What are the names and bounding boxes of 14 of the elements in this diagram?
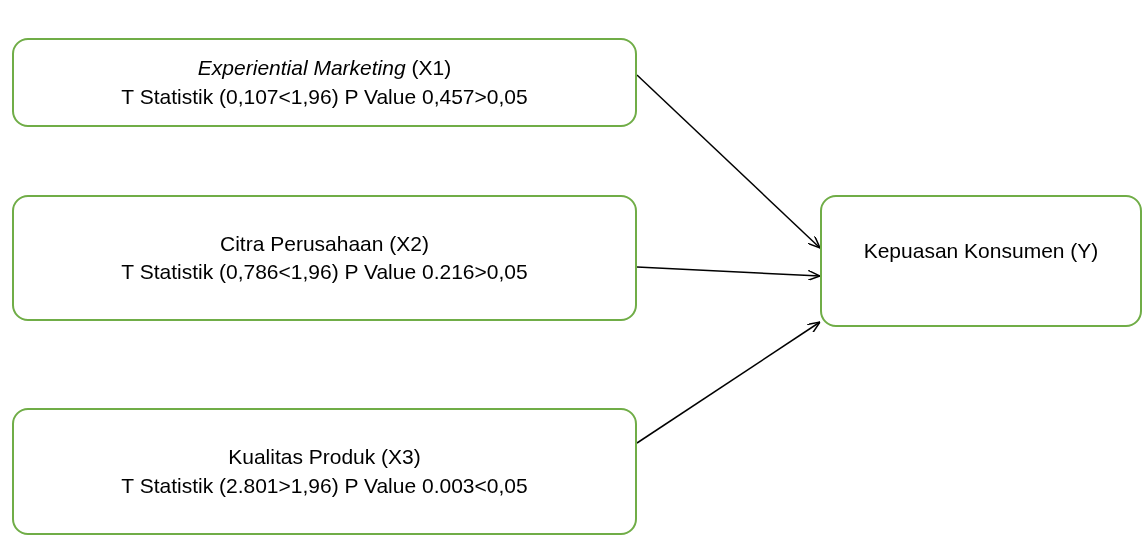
variable-name: Kualitas Produk (X3) xyxy=(228,444,421,471)
test-statistics: T Statistik (2.801>1,96) P Value 0.003<0,05 xyxy=(121,472,528,499)
variable-box xyxy=(12,195,637,321)
test-statistics: T Statistik (0,786<1,96) P Value 0.216>0,05 xyxy=(121,259,528,285)
arrow xyxy=(636,321,821,444)
test-statistics: T Statistik (0,107<1,96) P Value 0,457>0,05 xyxy=(121,83,528,110)
variable-box xyxy=(12,408,637,535)
variable-name: Experiential Marketing (X1) xyxy=(197,55,452,82)
variable-name: Citra Perusahaan (X2) xyxy=(220,230,429,257)
variable-box xyxy=(820,195,1142,327)
arrow xyxy=(636,74,821,249)
variable-box xyxy=(12,38,637,127)
arrow xyxy=(636,266,821,282)
variable-name: Kepuasan Konsumen (Y) xyxy=(863,237,1099,264)
